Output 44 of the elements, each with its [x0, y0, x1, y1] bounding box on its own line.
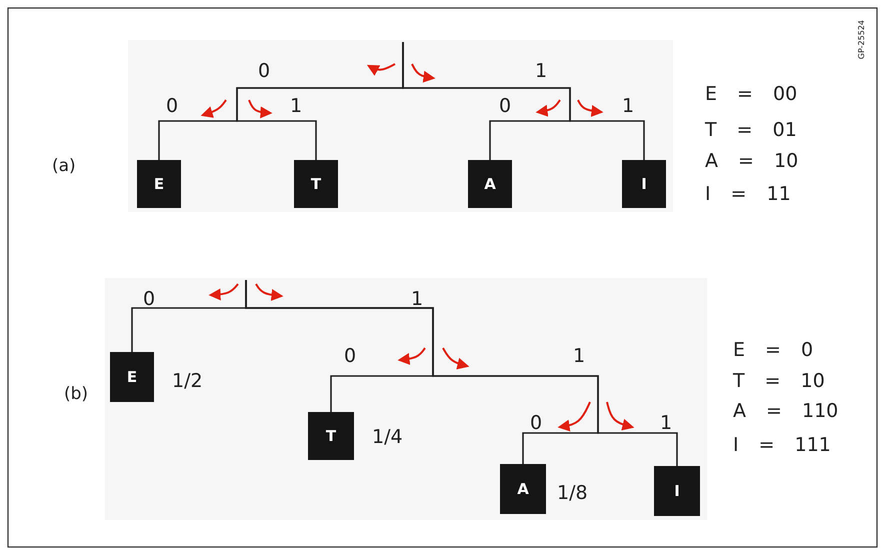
code-assignment: T = 10	[733, 372, 825, 391]
bit-label: 1	[535, 62, 548, 81]
leaf-symbol: T	[310, 175, 322, 193]
leaf-symbol: A	[484, 175, 496, 193]
leaf-symbol: T	[326, 427, 336, 445]
leaf-box	[137, 160, 181, 208]
figure-number: GP-25524	[858, 20, 866, 60]
bit-label: 0	[344, 347, 356, 366]
leaf-box	[468, 160, 512, 208]
probability-label: 1/8	[557, 484, 588, 503]
bit-label: 0	[258, 62, 270, 81]
leaf-symbol: A	[517, 480, 529, 498]
leaf-symbol: E	[126, 368, 138, 386]
tree-branch	[245, 280, 678, 466]
leaf-box	[110, 352, 154, 402]
probability-label: 1/4	[372, 428, 403, 447]
bit-label: 1	[622, 97, 634, 116]
leaf-box	[622, 160, 666, 208]
leaf-box	[294, 160, 338, 208]
bit-label: 1	[660, 414, 672, 433]
code-assignment: A = 110	[733, 402, 838, 421]
tree-branch	[402, 42, 645, 160]
leaf-box	[500, 464, 546, 514]
bit-label: 0	[143, 290, 156, 309]
leaf-box	[654, 466, 700, 516]
bit-label: 1	[411, 290, 424, 309]
leaf-symbol: I	[674, 482, 680, 500]
code-assignment: E = 00	[705, 85, 798, 104]
code-assignment: A = 10	[705, 152, 798, 171]
bit-label: 0	[166, 97, 178, 116]
probability-label: 1/2	[172, 372, 203, 391]
leaf-box	[308, 412, 354, 460]
code-assignment: T = 01	[705, 121, 797, 140]
code-assignment: I = 111	[733, 436, 831, 455]
leaf-symbol: E	[154, 175, 164, 193]
bit-label: 1	[290, 97, 302, 116]
bit-label: 0	[530, 414, 542, 433]
panel-label: (a)	[52, 158, 76, 175]
bit-label: 1	[573, 347, 586, 366]
leaf-symbol: I	[641, 175, 647, 193]
panel-label: (b)	[64, 386, 88, 403]
code-assignment: I = 11	[705, 185, 791, 204]
bit-label: 0	[499, 97, 512, 116]
code-assignment: E = 0	[733, 341, 814, 360]
